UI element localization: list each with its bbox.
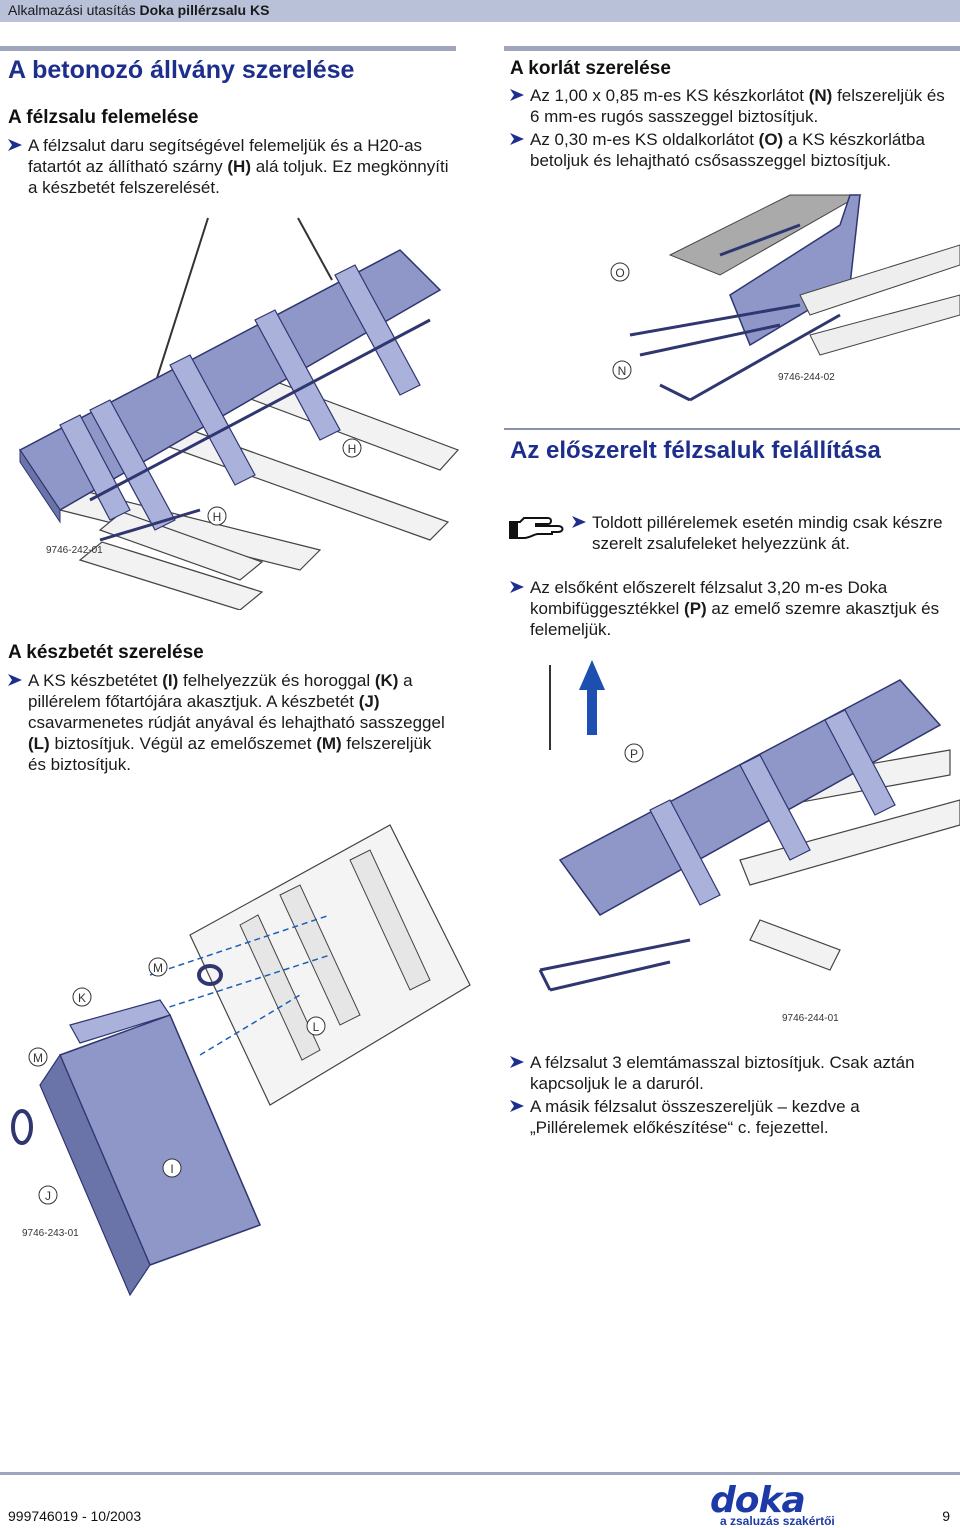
bullet-arrow-icon xyxy=(572,516,586,528)
section-heading-insert: A készbetét szerelése xyxy=(8,642,204,663)
bullet-arrow-icon xyxy=(510,1056,524,1068)
right-column-rule xyxy=(504,46,960,51)
railing-p1-b: (N) xyxy=(808,86,833,105)
figure-railing: O N xyxy=(610,194,960,402)
lift-text-bold: (H) xyxy=(227,157,251,176)
figure-code-244-02: 9746-244-02 xyxy=(778,372,835,383)
erect-t2: az emelő szemre akasztjuk és felemeljük. xyxy=(530,599,940,639)
insert-b4: (L) xyxy=(28,734,50,753)
label-k: K xyxy=(78,991,86,1005)
figure-code-243: 9746-243-01 xyxy=(22,1228,79,1239)
label-p: P xyxy=(630,747,638,761)
insert-instruction: A KS készbetétet (I) felhelyezzük és hor… xyxy=(8,670,454,775)
label-h-lower: H xyxy=(213,510,222,524)
figure-code-242: 9746-242-01 xyxy=(46,545,103,556)
insert-t1: A KS készbetétet xyxy=(28,671,163,690)
label-l: L xyxy=(313,1020,320,1034)
erect-t1: Az elsőként előszerelt félzsalut 3,20 m-… xyxy=(530,578,888,618)
main-title: A betonozó állvány szerelése xyxy=(8,56,355,84)
left-column-rule xyxy=(0,46,456,51)
insert-t3: a pillérelem főtartójára akasztjuk. A ké… xyxy=(28,671,413,711)
label-i: I xyxy=(170,1162,173,1176)
railing-instruction-1: Az 1,00 x 0,85 m-es KS készkorlátot (N) … xyxy=(510,85,956,127)
secure-instruction: A félzsalut 3 elemtámasszal biztosítjuk.… xyxy=(510,1052,956,1094)
section-heading-lift: A félzsalu felemelése xyxy=(8,107,199,128)
insert-t2: felhelyezzük és horoggal xyxy=(178,671,375,690)
bullet-arrow-icon xyxy=(510,581,524,593)
logo-tagline: a zsaluzás szakértői xyxy=(720,1514,835,1528)
railing-p1-t1: Az 1,00 x 0,85 m-es KS készkorlátot xyxy=(530,86,809,105)
figure-lift-assembled: P xyxy=(538,660,960,992)
label-j: J xyxy=(45,1189,51,1203)
lift-instruction: A félzsalut daru segítségével felemeljük… xyxy=(8,135,454,198)
label-m-left: M xyxy=(33,1051,43,1065)
insert-b2: (K) xyxy=(374,671,399,690)
label-o: O xyxy=(615,266,624,280)
footer-rule xyxy=(0,1472,960,1475)
bullet-arrow-icon xyxy=(8,139,22,151)
section-heading-erect: Az előszerelt félzsaluk felállítása xyxy=(510,437,881,464)
lift-text-1: A félzsalut daru segítségével felemeljük… xyxy=(28,136,423,176)
running-header: Alkalmazási utasítás Doka pillérzsalu KS xyxy=(8,2,269,18)
label-m-top: M xyxy=(153,961,163,975)
section-heading-railing: A korlát szerelése xyxy=(510,58,671,79)
railing-instruction-2: Az 0,30 m-es KS oldalkorlátot (O) a KS k… xyxy=(510,129,956,171)
note-text: Toldott pillérelemek esetén mindig csak … xyxy=(572,512,956,554)
label-h-upper: H xyxy=(348,442,357,456)
section-rule xyxy=(504,428,960,430)
second-half-instruction: A másik félzsalut összeszereljük – kezdv… xyxy=(510,1096,956,1138)
pointing-hand-icon xyxy=(509,517,564,539)
footer-doc-number: 999746019 - 10/2003 xyxy=(8,1508,142,1524)
logo-word: doka xyxy=(710,1480,806,1521)
second-half-text: A másik félzsalut összeszereljük – kezdv… xyxy=(530,1097,860,1137)
erect-b: (P) xyxy=(684,599,707,618)
page-number: 9 xyxy=(942,1508,950,1524)
railing-p2-b: (O) xyxy=(758,130,784,149)
lift-text-2: alá toljuk. Ez megkönnyíti a készbetét f… xyxy=(28,157,449,197)
doka-logo: doka a zsaluzás szakértői xyxy=(710,1480,835,1528)
erect-instruction: Az elsőként előszerelt félzsalut 3,20 m-… xyxy=(510,577,956,640)
figure-lift-half-formwork: H H xyxy=(18,217,460,610)
insert-b1: (I) xyxy=(162,671,179,690)
page-header-bar: Alkalmazási utasítás Doka pillérzsalu KS xyxy=(0,0,960,22)
bullet-arrow-icon xyxy=(510,89,524,101)
railing-p2-t1: Az 0,30 m-es KS oldalkorlátot xyxy=(530,130,759,149)
bullet-arrow-icon xyxy=(510,133,524,145)
label-n: N xyxy=(618,364,627,378)
product-name: Doka pillérzsalu KS xyxy=(139,2,270,18)
doc-title: Alkalmazási utasítás xyxy=(8,2,136,18)
bullet-arrow-icon xyxy=(510,1100,524,1112)
secure-text: A félzsalut 3 elemtámasszal biztosítjuk.… xyxy=(530,1053,915,1093)
note-body: Toldott pillérelemek esetén mindig csak … xyxy=(592,513,943,553)
insert-t4: csavarmenetes rúdját anyával és lehajtha… xyxy=(28,713,445,732)
railing-p2-t2: a KS készkorlátba betoljuk és lehajtható… xyxy=(530,130,925,170)
insert-b5: (M) xyxy=(316,734,342,753)
insert-t5: biztosítjuk. Végül az emelőszemet xyxy=(49,734,317,753)
insert-b3: (J) xyxy=(358,692,380,711)
railing-p1-t2: felszereljük és 6 mm-es rugós sasszeggel… xyxy=(530,86,945,126)
figure-code-244-01: 9746-244-01 xyxy=(782,1013,839,1024)
bullet-arrow-icon xyxy=(8,674,22,686)
figure-insert-assembly: M K M L I J xyxy=(11,824,471,1297)
insert-t6: felszereljük és biztosítjuk. xyxy=(28,734,432,774)
